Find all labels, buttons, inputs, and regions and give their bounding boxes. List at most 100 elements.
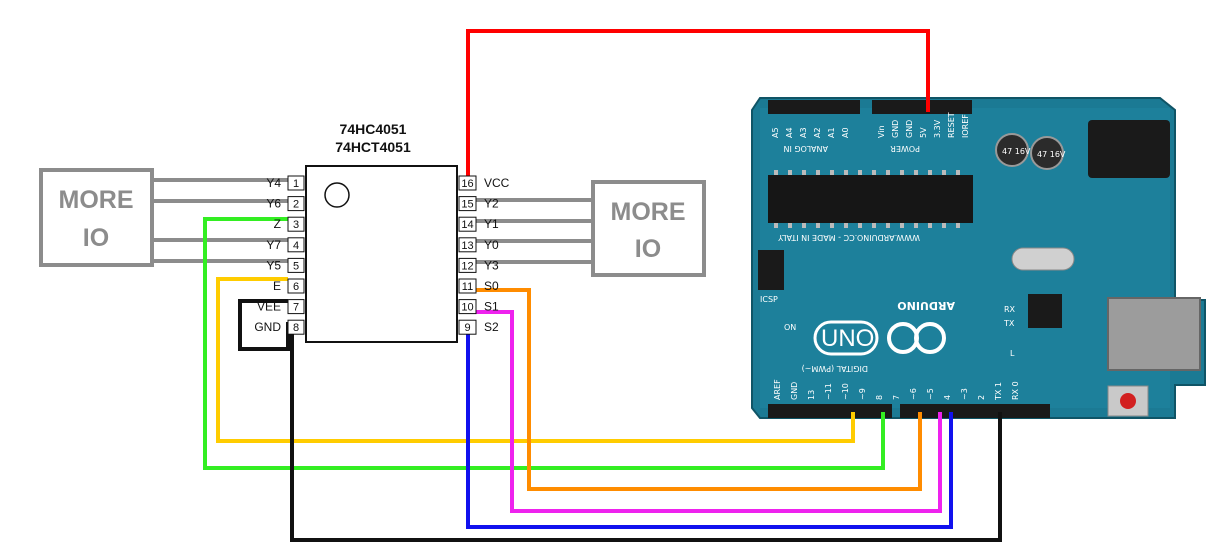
gnd-wire	[290, 322, 1002, 542]
icsp-label: ICSP	[760, 295, 778, 304]
reset-button[interactable]	[1107, 385, 1149, 417]
analog-header	[768, 100, 860, 114]
board-pin-label: ~9	[858, 388, 867, 400]
board-pin-label: RX 0	[1011, 381, 1020, 400]
ic-pin-label: S0	[484, 279, 499, 293]
more-io-box-left: MORE IO	[39, 168, 154, 267]
board-pin-label: A3	[799, 127, 808, 138]
ic-pin-4: 4 Y7	[266, 237, 305, 253]
more-io-left-line2: IO	[83, 224, 109, 252]
ic-pin-3: 3Z	[274, 216, 305, 232]
ic-pin-box	[287, 196, 305, 212]
ic-pin-number: 13	[461, 240, 473, 252]
vcc-wire	[466, 29, 930, 176]
ic-pin-label: Y2	[484, 197, 499, 211]
capacitor-1-label: 47 16V	[1002, 147, 1031, 156]
z-wire	[203, 217, 885, 470]
s2-wire	[466, 332, 953, 529]
on-label: ON	[784, 323, 796, 332]
capacitor-2-label: 47 16V	[1037, 150, 1066, 159]
ic-pin-label: Z	[274, 217, 281, 231]
brand-label: ARDUINO	[897, 299, 955, 312]
website-label: WWW.ARDUINO.CC - MADE IN ITALY	[778, 233, 920, 242]
board-pin-label: TX 1	[994, 382, 1003, 401]
ic-pin-label: GND	[254, 320, 281, 334]
ic-pin-label: S2	[484, 320, 499, 334]
ic-pin-label: S1	[484, 300, 499, 314]
digital-header-right	[900, 404, 1050, 418]
board-pin-label: A1	[827, 127, 836, 138]
ic-pin-label: Y7	[266, 238, 281, 252]
ic-pin-label: Y5	[266, 258, 281, 272]
s1-wire	[476, 310, 942, 513]
crystal	[1011, 247, 1075, 271]
ic-pin-6: 6E	[273, 278, 305, 294]
ic-pin-box	[458, 278, 477, 294]
board-pin-label: ~10	[841, 383, 850, 400]
board-pin-label: 3.3V	[933, 119, 942, 138]
ic-pin-box	[458, 216, 477, 232]
ic-pin-number: 12	[461, 260, 473, 272]
ic-pin-number: 10	[461, 302, 473, 314]
wires	[152, 29, 1002, 542]
board-pin-label: Vin	[877, 125, 886, 138]
power-header	[872, 100, 972, 114]
dc-power-jack	[1088, 120, 1170, 178]
atmega-chip	[768, 175, 973, 223]
board-pin-label: A5	[771, 127, 780, 138]
board-pin-label: A0	[841, 127, 850, 138]
ic-pin-box	[458, 257, 477, 273]
power-header-label: POWER	[890, 144, 920, 153]
ic-pin-box	[287, 299, 305, 315]
more-io-left-line1: MORE	[59, 186, 134, 214]
board-pin-label: GND	[905, 120, 914, 138]
ic-pin-box	[458, 319, 477, 335]
model-label: UNO	[821, 325, 874, 352]
board-pin-label: IOREF	[961, 114, 970, 138]
ic-pin-label: Y0	[484, 238, 499, 252]
ic-pin-box	[458, 299, 477, 315]
ic-pin-number: 3	[293, 219, 299, 231]
s0-wire	[476, 288, 922, 491]
ic-pin-number: 14	[461, 219, 473, 231]
ic-pin1-notch	[324, 182, 350, 208]
ic-pin-box	[287, 175, 305, 191]
ic-pin-box	[287, 216, 305, 232]
ic-pin-11: 11 S0	[458, 278, 499, 294]
ic-pin-number: 6	[293, 281, 299, 293]
board-pin-label: 7	[892, 395, 901, 400]
l-label: L	[1010, 349, 1015, 358]
usb-connector	[1107, 297, 1201, 371]
usb-chip	[1028, 294, 1062, 328]
capacitor-2: 47 16V	[1030, 136, 1066, 170]
ic-pin-number: 4	[293, 240, 299, 252]
board-pin-label: A2	[813, 127, 822, 138]
ic-name-line2: 74HCT4051	[335, 139, 411, 155]
ic-pin-label: E	[273, 279, 281, 293]
ic-pin-box	[287, 237, 305, 253]
ic-pin-label: Y4	[266, 176, 281, 190]
ic-pin-10: 10 S1	[458, 299, 499, 315]
capacitor-1: 47 16V	[995, 133, 1031, 167]
ic-pin-box	[458, 237, 477, 253]
ic-pin-box	[287, 319, 305, 335]
more-io-right-line1: MORE	[611, 198, 686, 226]
ic-pin-box	[458, 196, 477, 212]
ic-pin-1: 1Y4	[266, 175, 305, 191]
ic-74hc4051: 74HC4051 74HCT4051 1Y42Y63Z4Y75Y56E7VEE8…	[254, 121, 510, 343]
ic-pin-number: 5	[293, 260, 299, 272]
ic-pin-number: 7	[293, 302, 299, 314]
board-pin-label: GND	[790, 382, 799, 400]
digital-header-label: DIGITAL (PWM~)	[802, 364, 868, 373]
ic-pin-label: VEE	[257, 300, 281, 314]
icsp-header: ICSP	[758, 250, 784, 304]
ic-pin-number: 11	[462, 281, 473, 293]
